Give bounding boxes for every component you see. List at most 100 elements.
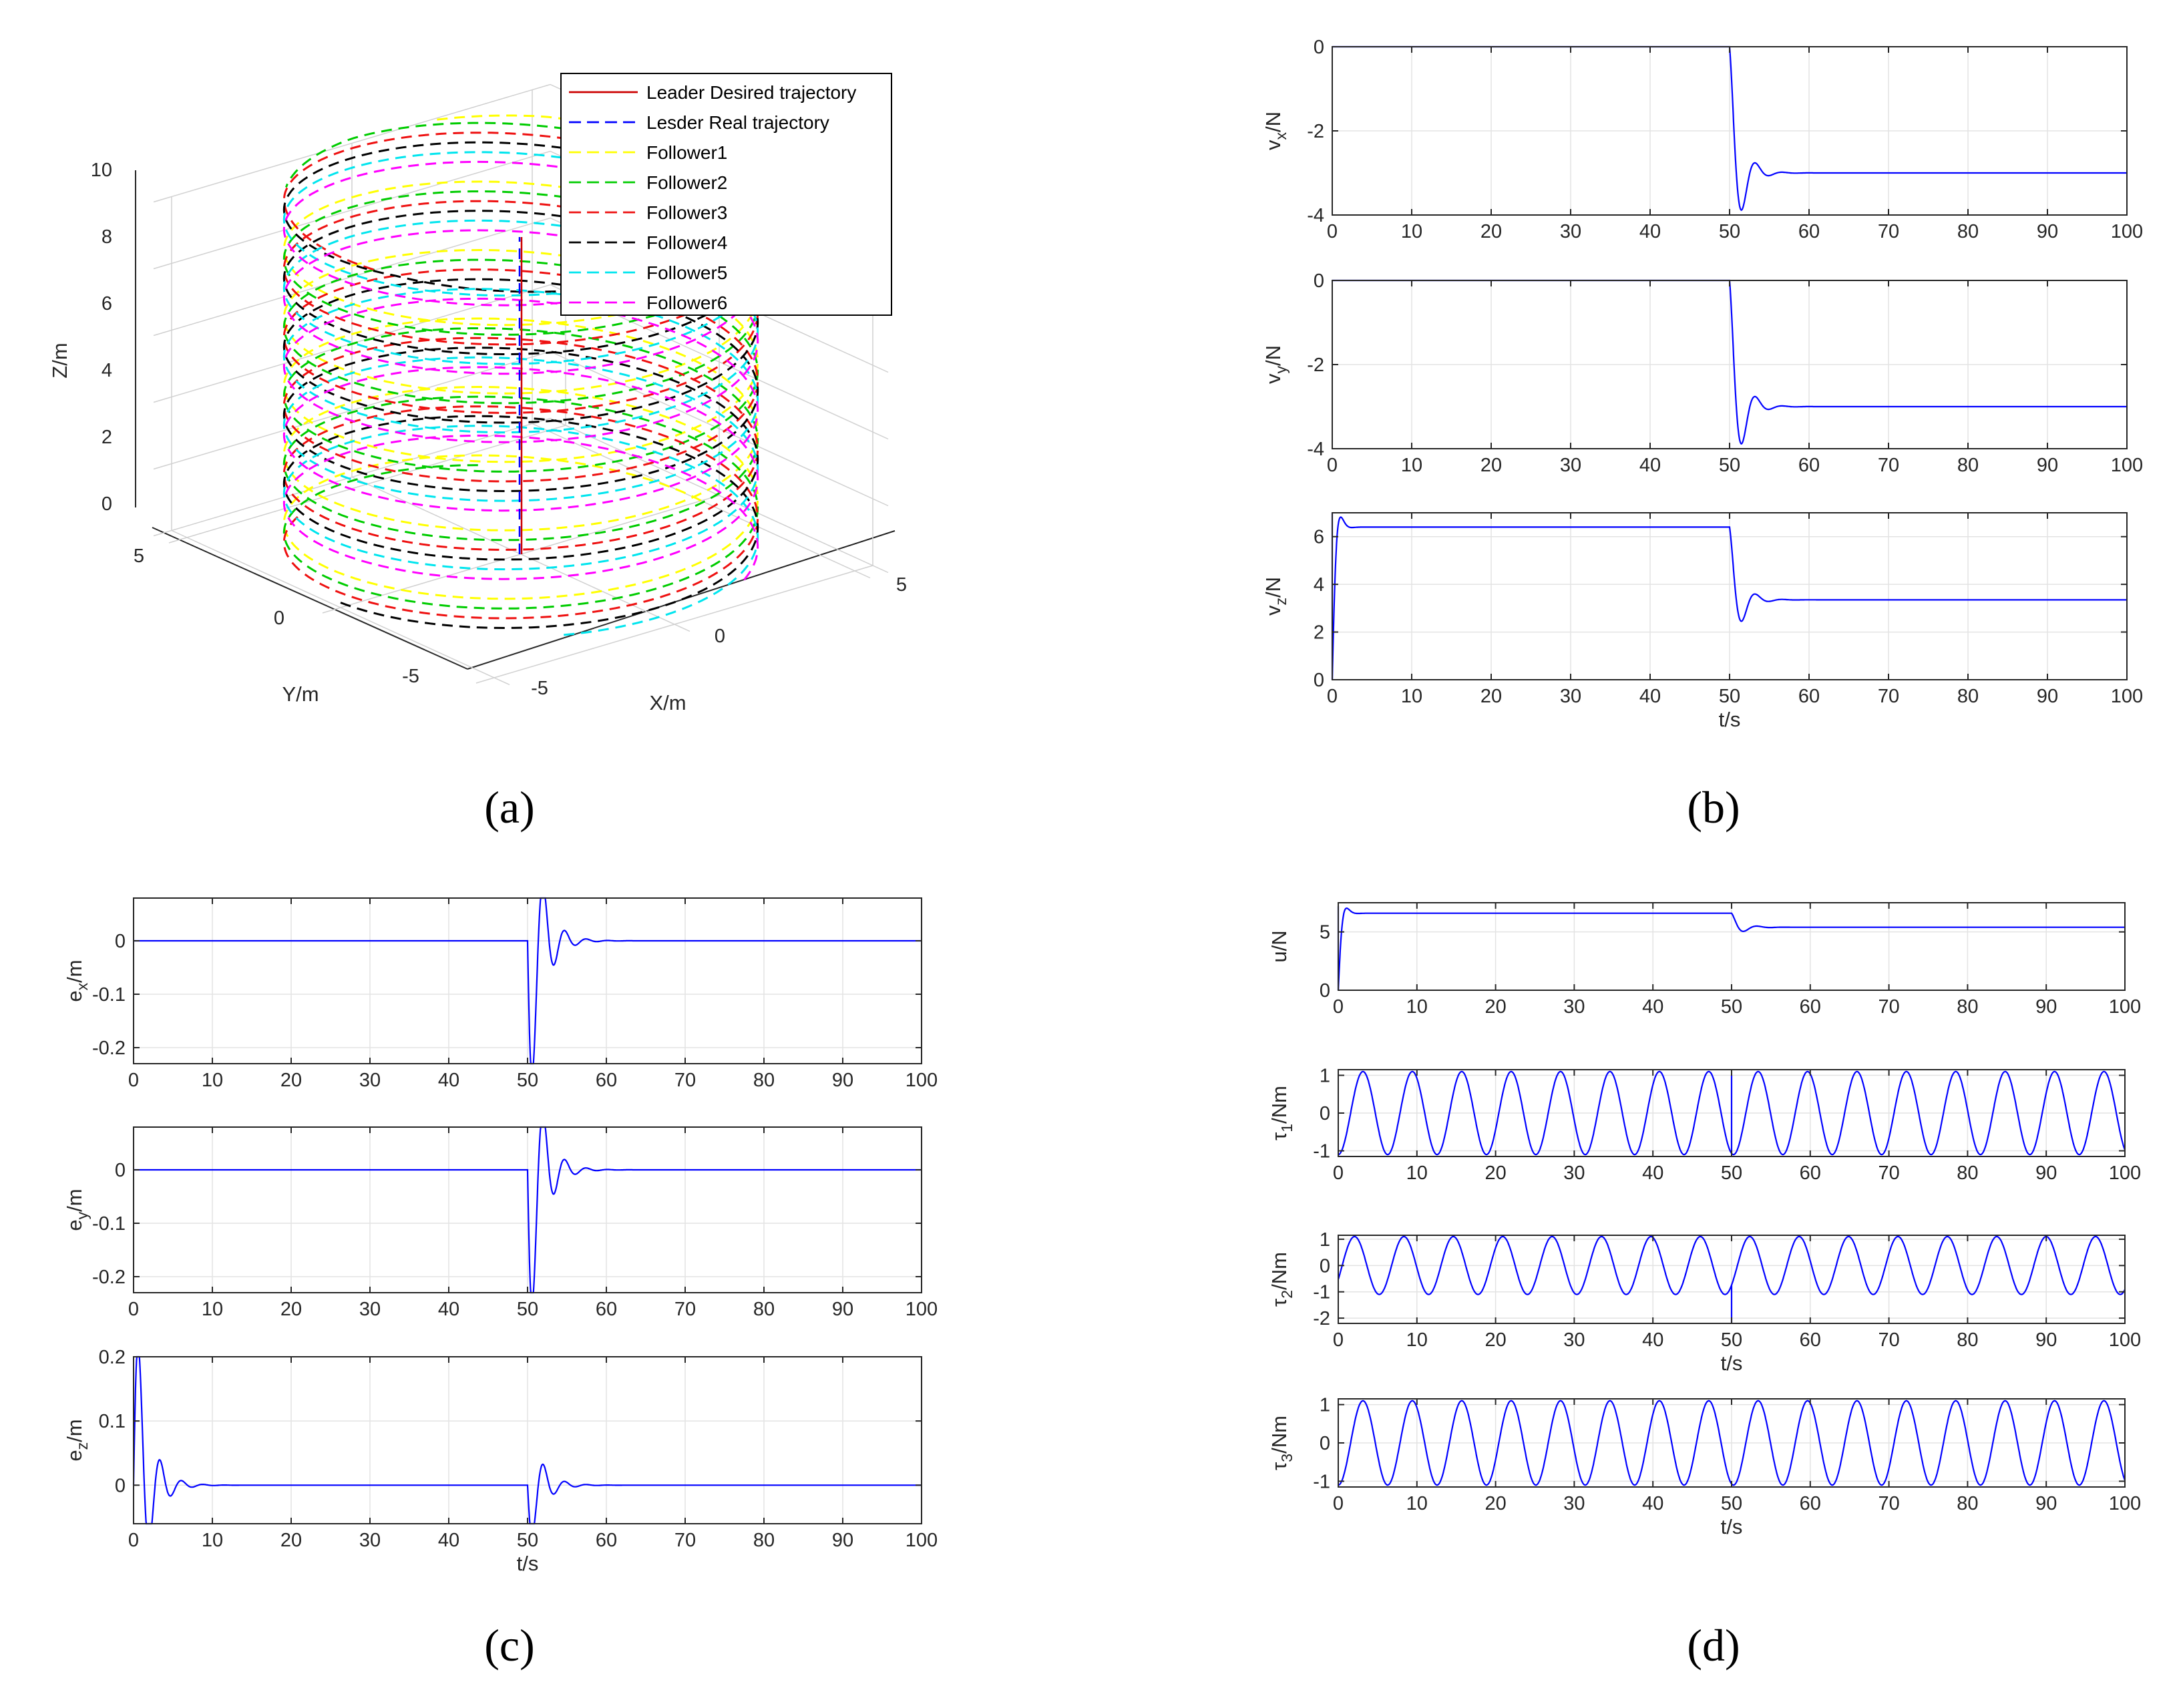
legend-entry: Follower3: [646, 202, 727, 223]
x-tick-label: 100: [906, 1530, 938, 1551]
x-tick-label: 50: [517, 1530, 538, 1551]
x-tick-label: 90: [832, 1070, 853, 1091]
y-tick-label: -1: [1313, 1141, 1330, 1162]
x-tick-label: 20: [1480, 455, 1502, 476]
y-axis-label: u/N: [1267, 930, 1291, 962]
x-tick-label: 90: [832, 1530, 853, 1551]
x-tick-label: 10: [1401, 686, 1422, 707]
x-axis-label: t/s: [1721, 1351, 1743, 1375]
grid-line: [153, 284, 889, 440]
z-axis-label: Z/m: [48, 343, 71, 378]
legend-entry: Leader Desired trajectory: [646, 82, 856, 103]
x-tick-label: 80: [753, 1070, 775, 1091]
grid: [1332, 513, 2128, 680]
y-tick-label: 0: [1320, 1103, 1330, 1124]
y-tick-label: 0: [1314, 37, 1324, 58]
y-axis-label: τ1/Nm: [1267, 1086, 1296, 1140]
legend-entry: Follower4: [646, 232, 727, 253]
y-tick-label: -4: [1307, 439, 1324, 460]
x-axis-line: [467, 530, 896, 670]
legend-entry: Lesder Real trajectory: [646, 112, 829, 133]
x-tick-label: 60: [1798, 221, 1820, 242]
x-tick-label: 20: [280, 1299, 302, 1320]
x-tick-label: 0: [1333, 996, 1344, 1018]
x-tick-label: 100: [2109, 1162, 2141, 1184]
x-tick-label: 40: [1642, 996, 1663, 1018]
y-tick-label: 0.1: [99, 1411, 126, 1432]
grid: [1332, 46, 2128, 216]
chart-3d-trajectory: 0 2 4 6 8 10 Z/m 5 0 -5 Y/m -5 0 5 X/m L…: [48, 73, 907, 714]
series-line: [134, 1126, 922, 1294]
y-tick-label: 1: [1320, 1065, 1330, 1086]
x-tick-label: 30: [1560, 455, 1581, 476]
x-tick-label: 80: [1957, 1493, 1978, 1514]
y-tick-label: 0: [1320, 980, 1330, 1002]
x-tick-label: 70: [674, 1530, 696, 1551]
x-tick-label: 0: [715, 626, 725, 647]
x-tick-label: 0: [128, 1299, 139, 1320]
x-tick-label: 5: [896, 574, 907, 596]
x-tick-label: 80: [1957, 1162, 1978, 1184]
x-tick-label: 60: [1800, 1493, 1821, 1514]
x-tick-label: 70: [1878, 455, 1899, 476]
x-tick-label: 30: [1560, 221, 1581, 242]
x-tick-label: 70: [1878, 221, 1899, 242]
x-tick-label: 20: [1484, 996, 1506, 1018]
series-line: [1337, 1235, 2126, 1295]
series-line: [1331, 516, 2127, 680]
x-tick-label: 20: [280, 1070, 302, 1091]
x-tick-label: 0: [1333, 1493, 1344, 1514]
x-tick-label: 100: [2111, 221, 2143, 242]
x-tick-label: 50: [1721, 996, 1742, 1018]
z-tick-labels: 0 2 4 6 8 10: [91, 160, 112, 515]
x-tick-label: 0: [1327, 221, 1338, 242]
x-tick-label: 0: [1333, 1329, 1344, 1351]
x-tick-label: 100: [2109, 1493, 2141, 1514]
x-tick-label: 10: [202, 1299, 223, 1320]
y-tick-label: -2: [1307, 355, 1324, 376]
panel-label-b: (b): [1687, 782, 1740, 833]
x-tick-label: 70: [1878, 1329, 1899, 1351]
z-tick-label: 0: [102, 493, 112, 515]
x-tick-label: 30: [1563, 1162, 1585, 1184]
x-tick-label: 40: [1642, 1493, 1663, 1514]
legend-entry: Follower6: [646, 292, 727, 313]
grid: [133, 898, 922, 1064]
y-tick-label: -1: [1313, 1282, 1330, 1303]
x-axis-label: t/s: [1719, 708, 1741, 731]
x-tick-label: 60: [1800, 1329, 1821, 1351]
3d-axes-box: [135, 170, 896, 670]
x-tick-label: 30: [1563, 1493, 1585, 1514]
y-axis-label: τ2/Nm: [1267, 1252, 1296, 1307]
x-tick-label: 10: [202, 1530, 223, 1551]
series-line: [1337, 907, 2125, 991]
y-tick-label: 0: [1320, 1255, 1330, 1277]
x-tick-label: 60: [1800, 1162, 1821, 1184]
x-tick-label: 100: [906, 1299, 938, 1320]
y-tick-label: 2: [1314, 622, 1324, 644]
x-tick-label: 10: [1406, 1493, 1428, 1514]
x-tick-label: 40: [1639, 455, 1661, 476]
z-tick-label: 2: [102, 427, 112, 448]
z-tick-label: 10: [91, 160, 112, 181]
y-tick-label: 6: [1314, 527, 1324, 548]
z-tick-label: 4: [102, 360, 112, 381]
grid: [1338, 903, 2126, 991]
y-tick-label: -4: [1307, 205, 1324, 226]
x-tick-label: 100: [906, 1070, 938, 1091]
y-tick-label: 1: [1320, 1229, 1330, 1251]
x-tick-label: 20: [1480, 686, 1502, 707]
z-tick-label: 6: [102, 293, 112, 314]
z-tick-label: 8: [102, 226, 112, 248]
x-tick-labels: -5 0 5: [531, 574, 907, 699]
x-tick-label: 60: [1800, 996, 1821, 1018]
